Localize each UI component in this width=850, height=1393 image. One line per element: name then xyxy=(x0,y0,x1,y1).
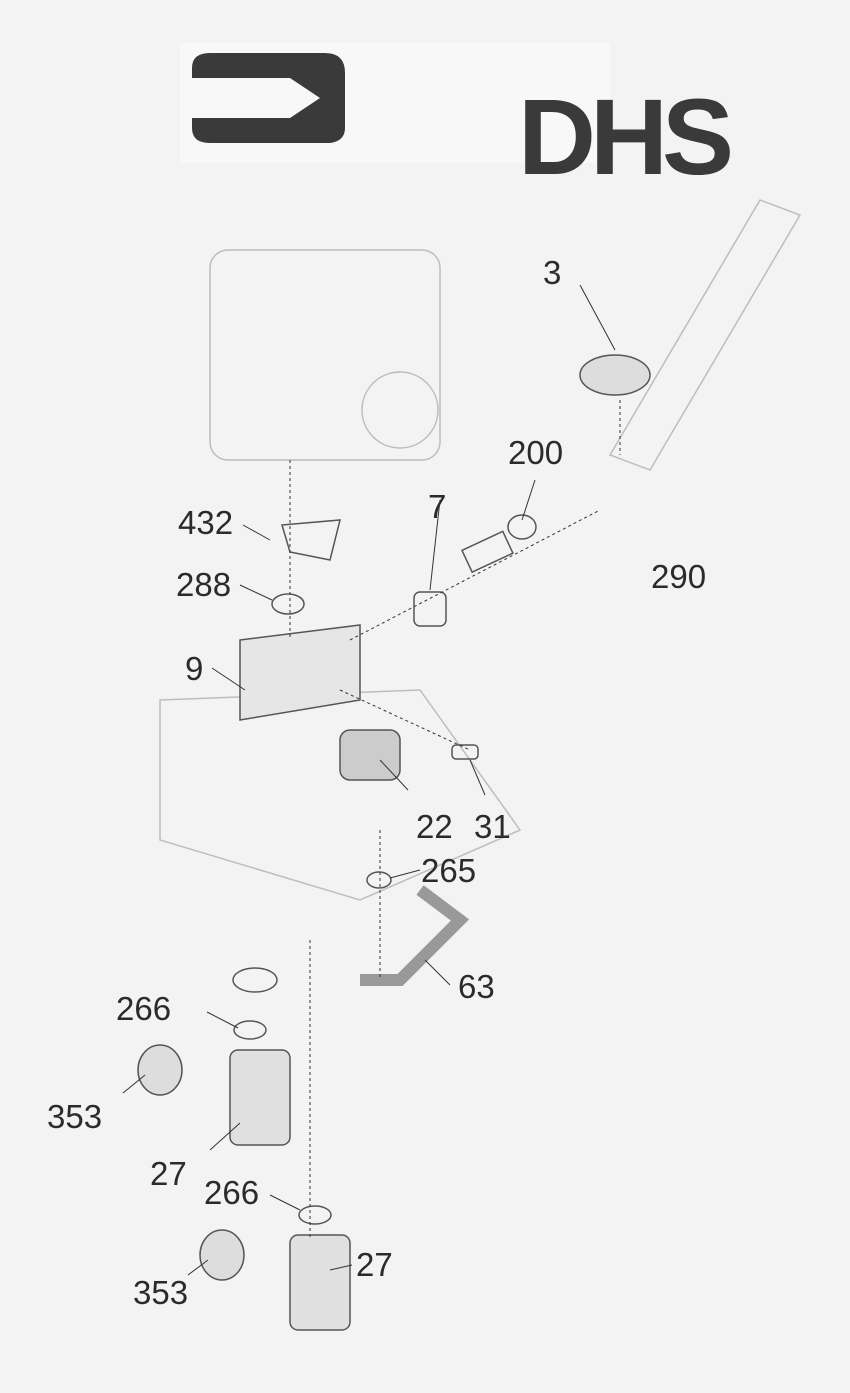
drain-valve xyxy=(339,729,401,781)
bypass-pipe xyxy=(608,199,802,471)
clip-432 xyxy=(281,519,341,561)
nut-top xyxy=(232,967,278,993)
washer-265 xyxy=(366,871,392,889)
callout-266: 266 xyxy=(116,990,172,1027)
seal-200 xyxy=(507,514,537,540)
callout-353: 353 xyxy=(133,1274,189,1311)
bleed-screw xyxy=(451,744,479,760)
spring xyxy=(460,530,514,574)
callout-22: 22 xyxy=(416,808,453,845)
logo: DHS xyxy=(180,43,734,191)
nut-353a xyxy=(137,1044,183,1096)
callout-353: 353 xyxy=(47,1098,103,1135)
callout-9: 9 xyxy=(185,650,204,687)
seal-266b xyxy=(298,1205,332,1225)
callout-63: 63 xyxy=(458,968,495,1005)
pump-head xyxy=(361,371,439,449)
callout-265: 265 xyxy=(421,852,477,889)
callout-200: 200 xyxy=(508,434,564,471)
callout-31: 31 xyxy=(474,808,511,845)
filter xyxy=(413,591,447,627)
callout-288: 288 xyxy=(176,566,232,603)
manifold xyxy=(239,624,361,721)
callout-27: 27 xyxy=(150,1155,187,1192)
seal-266a xyxy=(233,1020,267,1040)
pressure-switch xyxy=(579,354,651,396)
pump-body xyxy=(209,249,441,461)
arrow-right-icon xyxy=(192,53,345,143)
callout-432: 432 xyxy=(178,504,234,541)
callout-27: 27 xyxy=(356,1246,393,1283)
valve-27a xyxy=(229,1049,291,1146)
chassis-plate xyxy=(159,689,522,901)
callout-7: 7 xyxy=(428,488,447,525)
valve-27b xyxy=(289,1234,351,1331)
callout-3: 3 xyxy=(543,254,562,291)
nut-353b xyxy=(199,1229,245,1281)
callout-290: 290 xyxy=(651,558,707,595)
pipe-63 xyxy=(360,885,470,986)
logo-text: DHS xyxy=(518,76,734,197)
seal-288 xyxy=(271,593,305,615)
callout-266: 266 xyxy=(204,1174,260,1211)
